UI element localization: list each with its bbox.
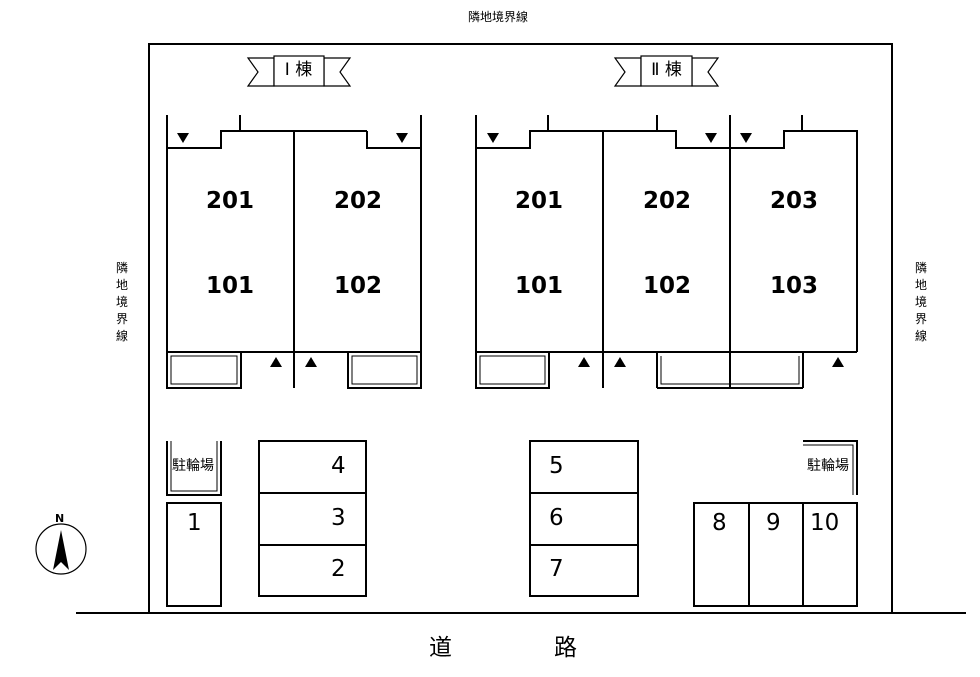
- boundary-char: 隣: [914, 261, 927, 275]
- site-boundary: [148, 43, 893, 613]
- building-1-banner: [246, 55, 352, 87]
- parking-number-4: 4: [331, 453, 346, 479]
- boundary-char: 境: [115, 295, 128, 309]
- boundary-label-left: 隣 地 境 界 線: [115, 260, 129, 345]
- room-b1-202: 202: [333, 188, 382, 214]
- boundary-label-right: 隣 地 境 界 線: [914, 260, 928, 345]
- boundary-char: 地: [914, 278, 927, 292]
- parking-number-7: 7: [549, 556, 564, 582]
- boundary-char: 線: [914, 329, 927, 343]
- boundary-char: 地: [115, 278, 128, 292]
- room-b2-103: 103: [769, 273, 818, 299]
- parking-block-2-4: [258, 440, 367, 597]
- north-compass-icon: [35, 523, 87, 575]
- bicycle-parking-left: [166, 441, 222, 496]
- room-b2-102: 102: [642, 273, 691, 299]
- room-b1-201: 201: [205, 188, 254, 214]
- boundary-char: 界: [914, 312, 927, 326]
- room-b2-201: 201: [514, 188, 563, 214]
- room-b1-101: 101: [205, 273, 254, 299]
- room-b1-102: 102: [333, 273, 382, 299]
- road-label-1: 道: [429, 635, 452, 661]
- building-2-outline: [475, 115, 858, 389]
- boundary-label-top: 隣地境界線: [468, 10, 529, 24]
- parking-number-9: 9: [766, 510, 781, 536]
- parking-number-2: 2: [331, 556, 346, 582]
- boundary-char: 隣: [115, 261, 128, 275]
- building-1-outline: [166, 115, 422, 389]
- entrance-markers: [177, 133, 844, 367]
- boundary-char: 境: [914, 295, 927, 309]
- road-label-2: 路: [554, 635, 577, 661]
- bicycle-parking-right: [803, 440, 858, 495]
- boundary-char: 線: [115, 329, 128, 343]
- north-label: N: [55, 512, 65, 525]
- parking-number-3: 3: [331, 505, 346, 531]
- boundary-char: 界: [115, 312, 128, 326]
- parking-number-5: 5: [549, 453, 564, 479]
- room-b2-202: 202: [642, 188, 691, 214]
- parking-space-1: [166, 502, 222, 607]
- room-b2-203: 203: [769, 188, 818, 214]
- parking-number-8: 8: [712, 510, 727, 536]
- bicycle-parking-label-right: 駐輪場: [807, 458, 849, 474]
- parking-number-10: 10: [810, 510, 840, 536]
- parking-block-5-7: [529, 440, 639, 597]
- building-2-banner: [613, 55, 720, 87]
- parking-number-1: 1: [187, 510, 202, 536]
- parking-block-8-10: [693, 502, 858, 607]
- parking-number-6: 6: [549, 505, 564, 531]
- bicycle-parking-label-left: 駐輪場: [172, 458, 214, 474]
- building-2-label: Ⅱ 棟: [651, 60, 682, 80]
- building-1-label: Ⅰ 棟: [284, 60, 313, 80]
- room-b2-101: 101: [514, 273, 563, 299]
